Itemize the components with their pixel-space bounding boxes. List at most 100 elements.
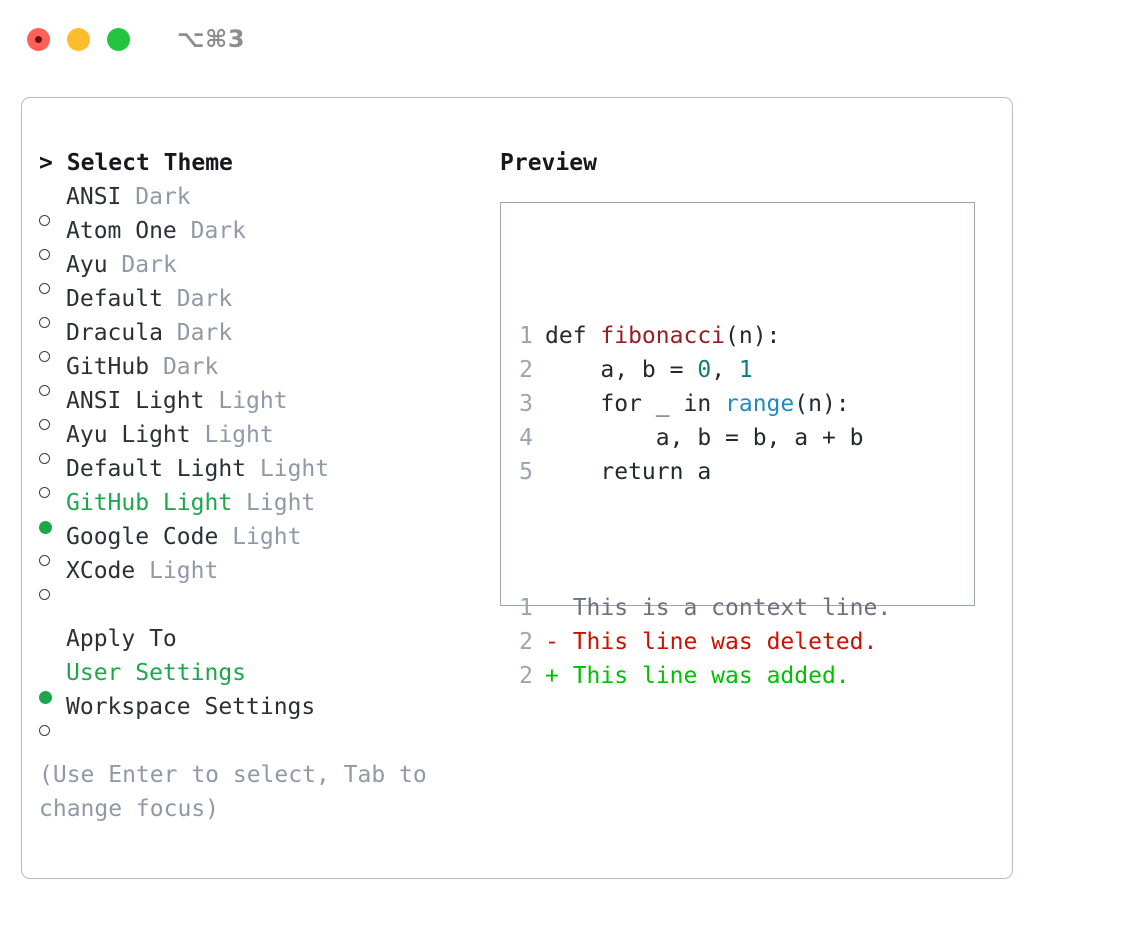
- apply-to-option-label: User Settings: [66, 660, 247, 686]
- code-token: 0: [697, 357, 712, 383]
- minimize-button[interactable]: [67, 27, 90, 51]
- label-gap: [232, 486, 246, 520]
- keyboard-hint-text: (Use Enter to select, Tab to change focu…: [39, 762, 427, 822]
- radio-mark: [39, 555, 50, 566]
- theme-option-label: Default Light: [66, 456, 247, 482]
- theme-option-xcode[interactable]: XCode Light: [39, 554, 499, 600]
- radio-mark: [39, 385, 50, 396]
- label-gap: [163, 282, 177, 316]
- code-token: 1: [738, 357, 753, 383]
- theme-variant-tag: Light: [218, 388, 288, 414]
- label-gap: [204, 384, 218, 418]
- theme-option-default[interactable]: Default Dark: [39, 282, 499, 328]
- theme-option-atom-one[interactable]: Atom One Dark: [39, 214, 499, 260]
- theme-variant-tag: Light: [259, 456, 330, 482]
- radio-mark: [39, 725, 50, 736]
- code-line: 4 a, b = b, a + b: [515, 421, 891, 455]
- apply-to-option-user-settings[interactable]: User Settings: [39, 656, 499, 704]
- diff-line: 1 This is a context line.: [515, 591, 891, 625]
- preview-title: Preview: [500, 150, 597, 176]
- code-token: range: [725, 391, 795, 417]
- theme-variant-tag: Dark: [162, 354, 219, 380]
- label-gap: [149, 350, 163, 384]
- theme-option-label: Dracula: [66, 320, 163, 346]
- theme-option-ansi[interactable]: ANSI Dark: [39, 180, 499, 226]
- maximize-button[interactable]: [107, 27, 130, 51]
- code-token: def: [545, 323, 601, 349]
- radio-mark: [39, 453, 50, 464]
- theme-option-ayu[interactable]: Ayu Dark: [39, 248, 499, 294]
- theme-option-label: Ayu: [66, 252, 108, 278]
- diff-line-text: This line was deleted.: [558, 629, 878, 655]
- theme-option-ayu-light[interactable]: Ayu Light Light: [39, 418, 499, 464]
- radio-mark: [39, 691, 52, 704]
- title-bar: ⌥⌘3: [0, 0, 1140, 78]
- code-token: (n):: [725, 323, 781, 349]
- theme-variant-tag: Light: [204, 422, 274, 448]
- diff-line-number: 2: [519, 663, 533, 689]
- apply-to-option-workspace-settings[interactable]: Workspace Settings: [39, 690, 499, 736]
- code-line-number: 3: [519, 391, 533, 417]
- radio-mark: [39, 283, 50, 294]
- theme-variant-tag: Light: [232, 524, 302, 550]
- code-token: for _ in: [545, 391, 726, 417]
- label-gap: [177, 214, 191, 248]
- close-button[interactable]: [27, 27, 50, 51]
- diff-line-number: 1: [519, 595, 533, 621]
- code-line: 3 for _ in range(n):: [515, 387, 891, 421]
- label-gap: [163, 316, 177, 350]
- theme-variant-tag: Dark: [176, 286, 233, 312]
- diff-line-group: 1 This is a context line. 2- This line wa…: [515, 591, 891, 693]
- label-gap: [191, 418, 205, 452]
- diff-line: 2+ This line was added.: [515, 659, 891, 693]
- apply-to-option-label: Workspace Settings: [66, 694, 316, 720]
- code-line-number: 4: [519, 425, 533, 451]
- code-token: a, b = b, a + b: [545, 425, 864, 451]
- select-theme-title: Select Theme: [66, 150, 233, 176]
- code-token: ,: [711, 357, 739, 383]
- theme-variant-tag: Dark: [190, 218, 247, 244]
- radio-mark: [39, 317, 50, 328]
- theme-option-label: Default: [66, 286, 163, 312]
- diff-marker: [545, 595, 559, 621]
- theme-variant-tag: Dark: [121, 252, 177, 278]
- theme-option-label: ANSI: [66, 184, 122, 210]
- theme-option-dracula[interactable]: Dracula Dark: [39, 316, 499, 362]
- theme-option-default-light[interactable]: Default Light Light: [39, 452, 499, 498]
- theme-option-label: GitHub: [66, 354, 150, 380]
- theme-option-github[interactable]: GitHub Dark: [39, 350, 499, 396]
- theme-option-google-code[interactable]: Google Code Light: [39, 520, 499, 566]
- theme-option-label: Atom One: [66, 218, 177, 244]
- code-token: (n):: [794, 391, 850, 417]
- diff-line-text: This is a context line.: [558, 595, 892, 621]
- radio-mark: [39, 419, 50, 430]
- diff-marker: +: [545, 663, 559, 689]
- diff-marker: -: [545, 629, 559, 655]
- theme-list-header-label: [53, 150, 67, 176]
- theme-option-label: Ayu Light: [66, 422, 191, 448]
- radio-mark: [39, 487, 50, 498]
- code-line-number: 5: [519, 459, 533, 485]
- diff-line-number: 2: [519, 629, 533, 655]
- radio-mark: [39, 589, 50, 600]
- code-token: return a: [545, 459, 712, 485]
- label-gap: [135, 554, 149, 588]
- label-gap: [246, 452, 260, 486]
- theme-option-github-light[interactable]: GitHub Light Light: [39, 486, 499, 534]
- theme-option-label: GitHub Light: [66, 490, 233, 516]
- apply-to-header: Apply To: [66, 626, 177, 652]
- radio-mark: [39, 521, 52, 534]
- theme-option-ansi-light[interactable]: ANSI Light Light: [39, 384, 499, 430]
- label-gap: [108, 248, 122, 282]
- code-line-number: 2: [519, 357, 533, 383]
